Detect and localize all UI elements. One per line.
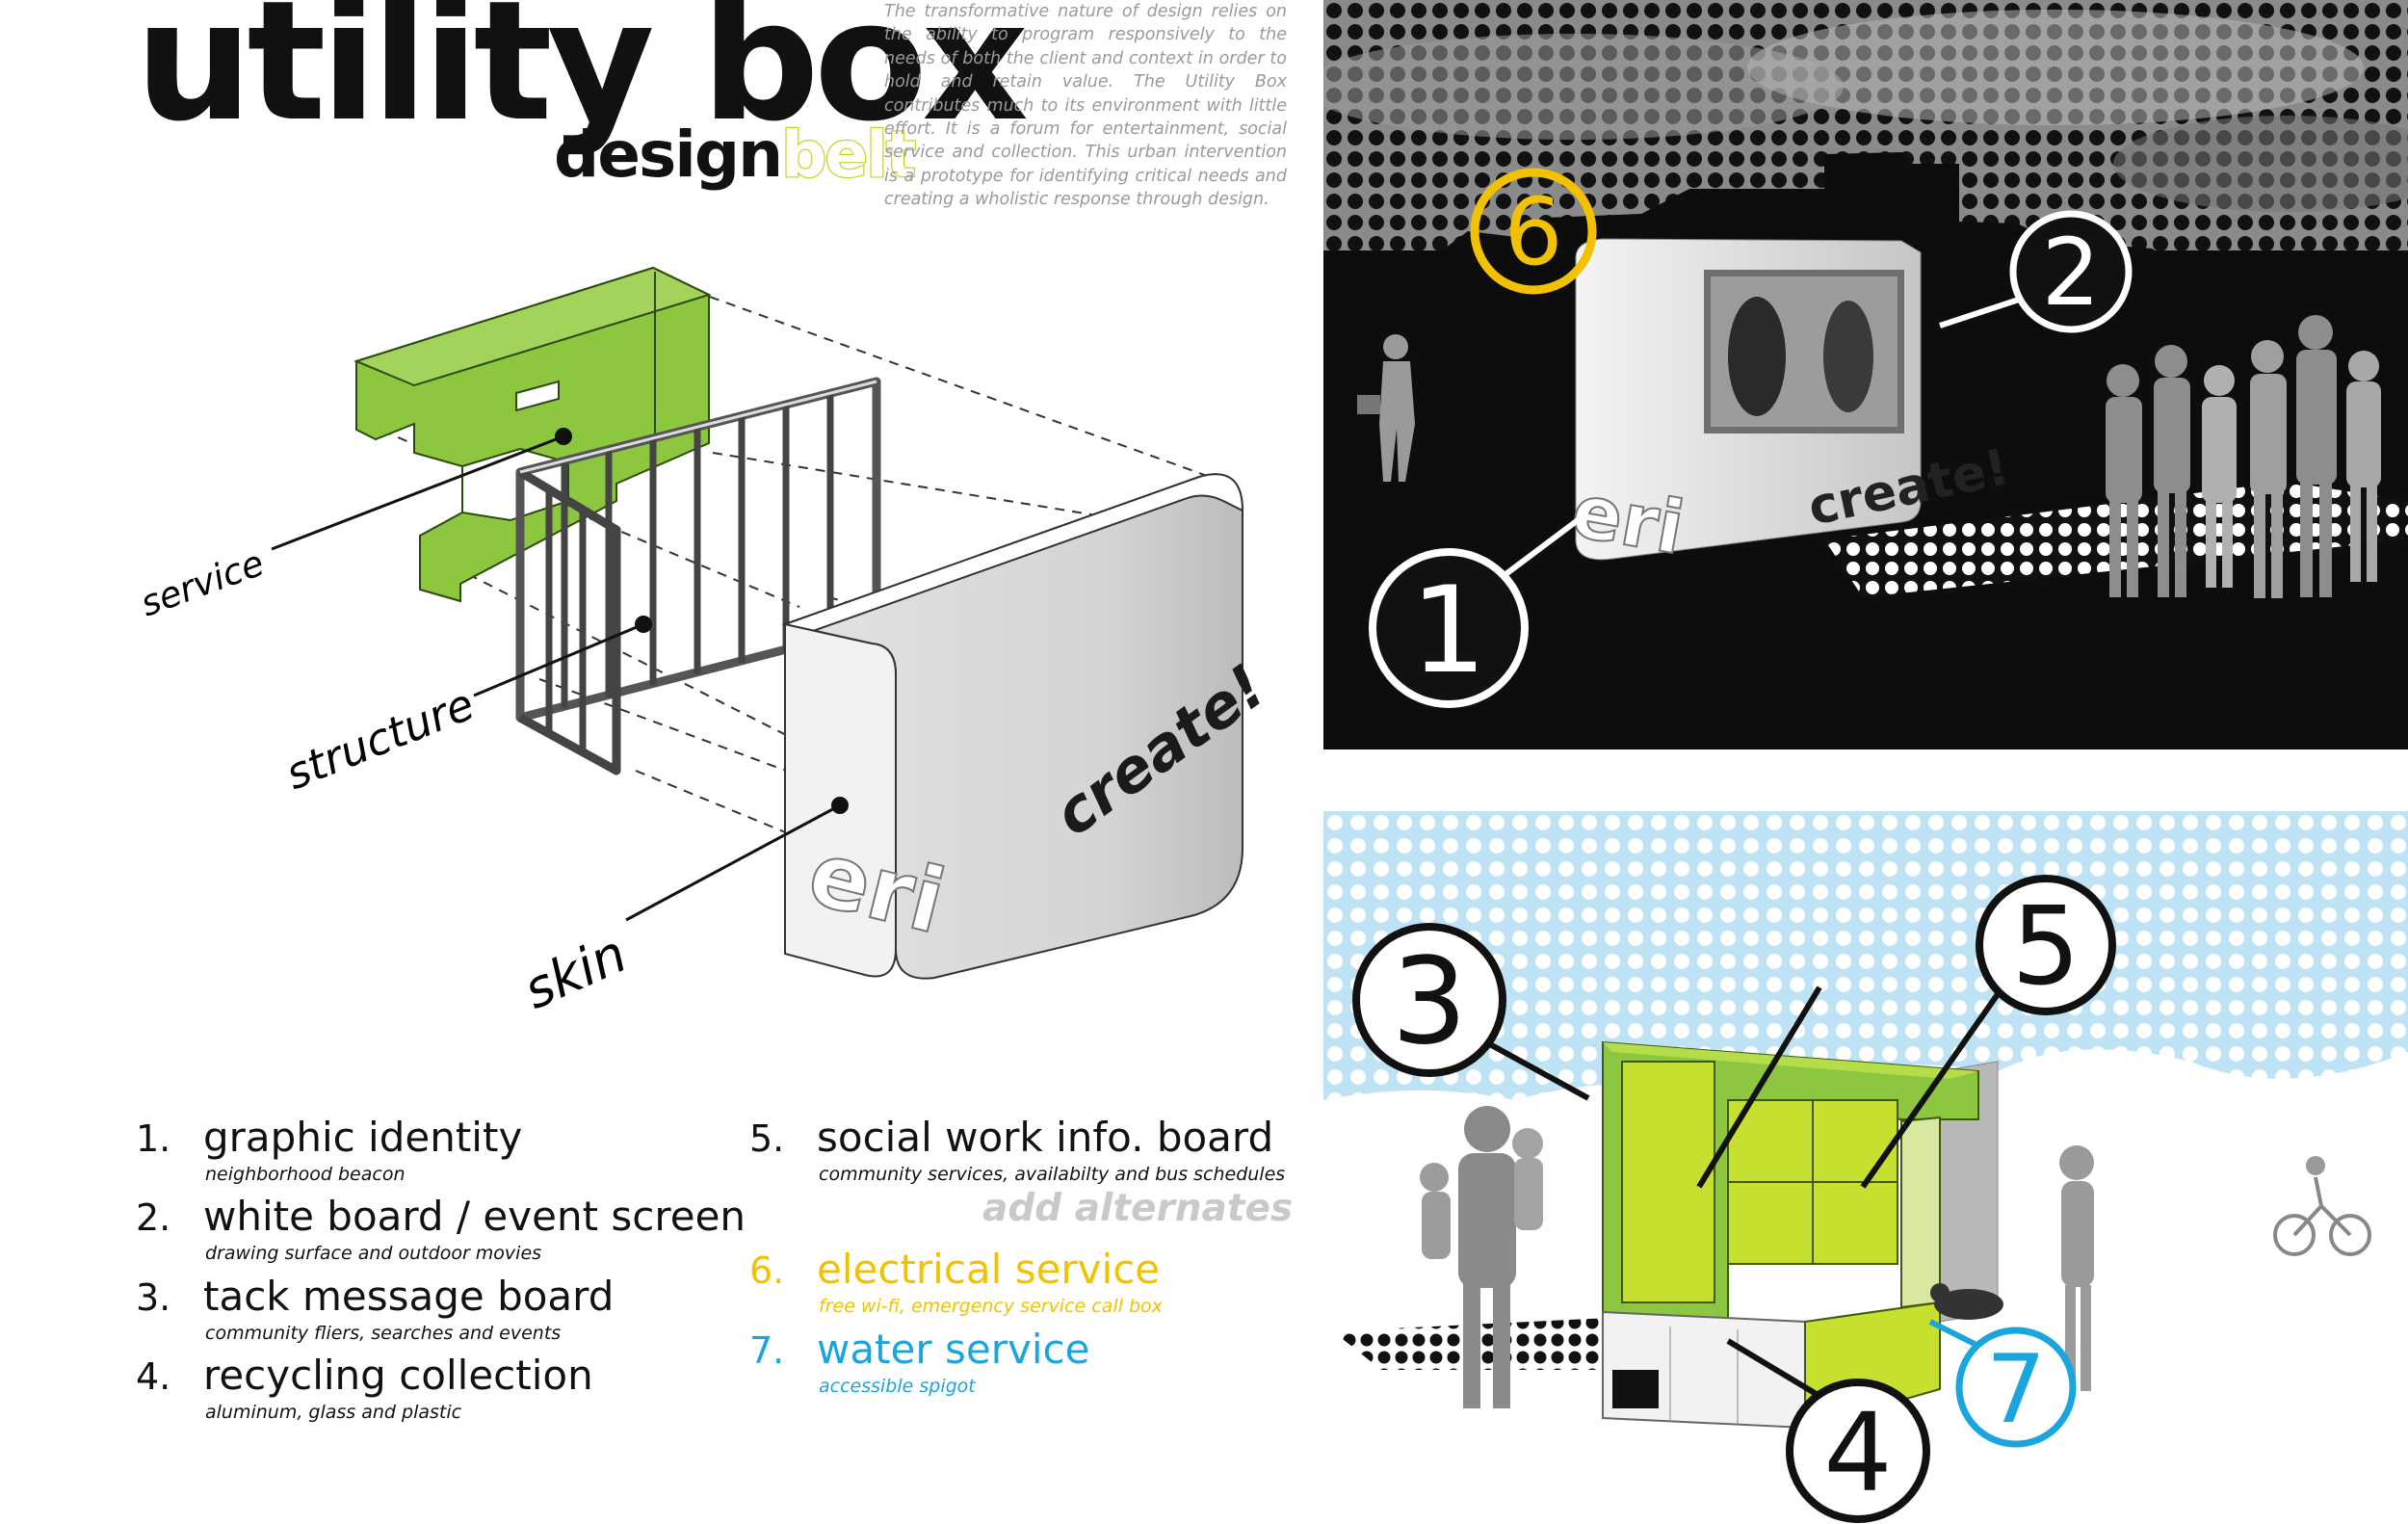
legend-title: water service xyxy=(817,1326,1090,1373)
structure-frame xyxy=(515,377,881,775)
legend-subtitle: community services, availabilty and bus … xyxy=(819,1164,1286,1185)
crowd xyxy=(2106,315,2381,598)
legend-title: white board / event screen xyxy=(203,1193,746,1240)
label-structure: structure xyxy=(278,678,481,800)
skin-dot xyxy=(831,797,849,814)
subtitle-logo: designbelt xyxy=(554,121,918,188)
callout-1: 1 xyxy=(1369,517,1580,708)
dog-figure xyxy=(1930,1283,2003,1320)
legend-number: 5. xyxy=(749,1117,785,1160)
legend-title: tack message board xyxy=(203,1273,615,1320)
callout-3: 3 xyxy=(1352,923,1590,1101)
figure-walker xyxy=(1357,334,1415,482)
add-alternates-heading: add alternates xyxy=(982,1187,1294,1230)
page-title: utility box xyxy=(135,0,1029,158)
legend-number: 2. xyxy=(136,1196,171,1239)
label-service: service xyxy=(135,542,269,625)
woman-figure xyxy=(2059,1145,2094,1391)
subtitle-design: design xyxy=(554,118,783,192)
cyclist-figure xyxy=(2273,1156,2371,1256)
family-figures xyxy=(1420,1106,1543,1408)
legend-number: 7. xyxy=(749,1329,785,1372)
callout-7: 7 xyxy=(1928,1319,2077,1448)
leader-lines xyxy=(271,434,841,922)
callout-7-number: 7 xyxy=(1986,1335,2046,1445)
legend-subtitle: drawing surface and outdoor movies xyxy=(205,1243,542,1264)
callout-5-number: 5 xyxy=(2011,884,2080,1010)
callout-3-number: 3 xyxy=(1392,933,1468,1071)
intro-paragraph: The transformative nature of design reli… xyxy=(884,2,1287,210)
photo-box: create! eri xyxy=(1565,238,2014,572)
legend-title: social work info. board xyxy=(817,1114,1274,1161)
service-dot xyxy=(555,428,572,445)
skin-shell: create! eri xyxy=(781,473,1278,980)
callout-2: 2 xyxy=(1939,210,2133,333)
legend-title: recycling collection xyxy=(203,1352,593,1399)
legend-subtitle: neighborhood beacon xyxy=(205,1164,406,1185)
subtitle-belt: belt xyxy=(780,118,918,192)
callout-6: 6 xyxy=(1470,168,1597,295)
callout-2-number: 2 xyxy=(2041,219,2100,327)
service-module xyxy=(353,266,712,603)
label-skin: skin xyxy=(515,923,636,1021)
legend-number: 3. xyxy=(136,1276,171,1319)
exploded-diagram: create! eri service structure skin xyxy=(135,266,1278,1021)
callout-5: 5 xyxy=(1696,875,2116,1189)
photo-day-scene: 3 5 4 7 xyxy=(1323,811,2408,1524)
legend-title: graphic identity xyxy=(203,1114,523,1161)
legend-subtitle: accessible spigot xyxy=(819,1376,976,1397)
callout-1-number: 1 xyxy=(1411,562,1487,700)
legend-number: 6. xyxy=(749,1249,785,1292)
legend-subtitle: community fliers, searches and events xyxy=(205,1323,562,1344)
callout-4: 4 xyxy=(1726,1338,1930,1523)
photo-night-scene: create! eri 6 2 1 xyxy=(1323,0,2408,749)
legend-title: electrical service xyxy=(817,1246,1161,1293)
callout-4-number: 4 xyxy=(1823,1391,1892,1516)
structure-dot xyxy=(635,616,652,633)
legend-subtitle: free wi-fi, emergency service call box xyxy=(819,1296,1163,1317)
legend-subtitle: aluminum, glass and plastic xyxy=(205,1402,462,1423)
photo-box-eri: eri xyxy=(1566,467,1690,571)
callout-6-number: 6 xyxy=(1504,178,1562,286)
legend-number: 1. xyxy=(136,1117,171,1160)
legend-number: 4. xyxy=(136,1355,171,1398)
